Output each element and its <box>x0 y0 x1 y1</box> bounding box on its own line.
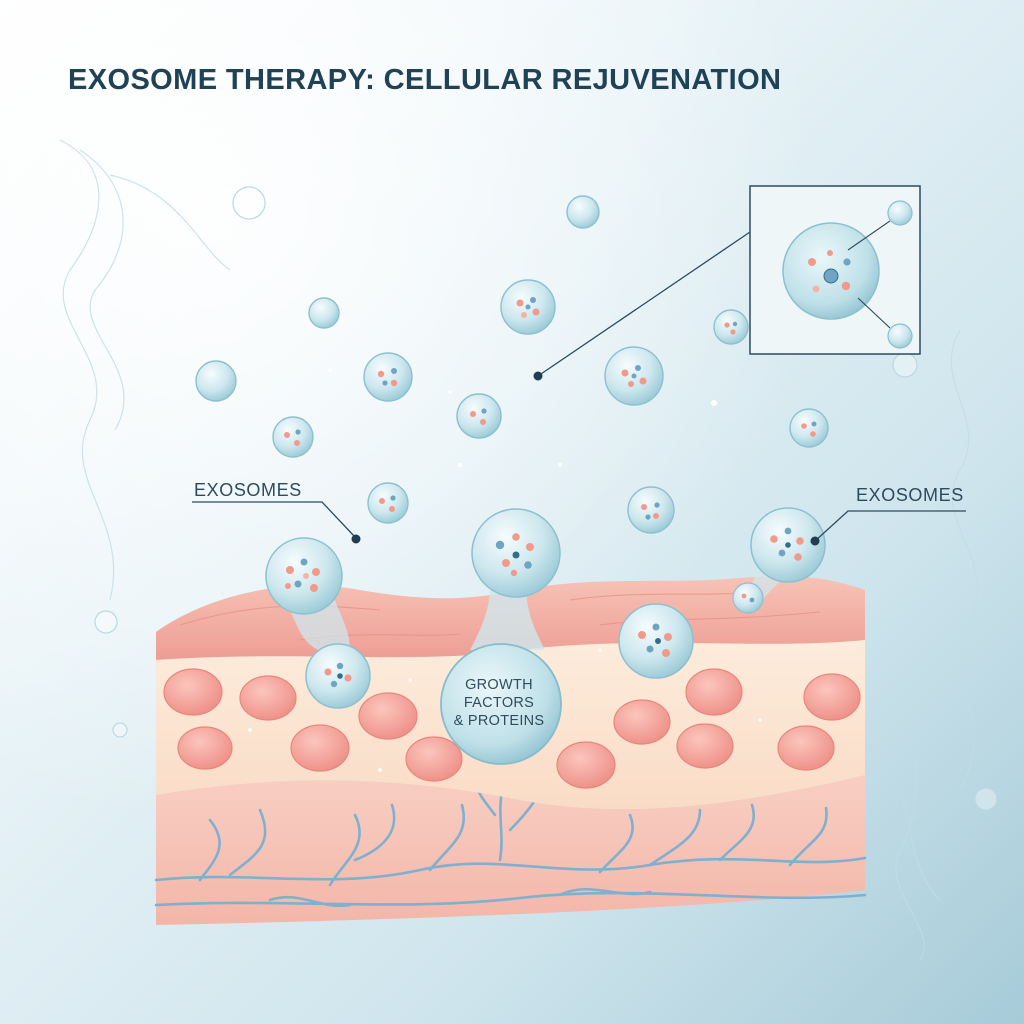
exosome-vesicle-icon <box>732 582 764 614</box>
growth-factors-line-2: FACTORS <box>463 695 535 711</box>
fat-cell-icon <box>803 673 861 721</box>
callout-left <box>192 501 356 538</box>
air-sparkles <box>327 367 717 468</box>
growth-factors-line-3: & PROTEINS <box>453 713 545 729</box>
fat-cell-icon <box>163 668 223 716</box>
exosome-vesicle-icon <box>713 309 749 345</box>
fat-cell-icon <box>358 692 418 740</box>
floating-exosomes <box>195 195 829 534</box>
dermis-layer <box>156 775 865 925</box>
exosome-vesicle-icon <box>272 416 314 458</box>
callout-inset <box>537 231 751 377</box>
faint-bubbles <box>94 186 998 811</box>
fat-cell-icon <box>556 741 616 789</box>
fat-cell-icon <box>777 725 835 771</box>
exosome-vesicle-icon <box>456 393 502 439</box>
fat-cell-icon <box>405 736 463 782</box>
decorative-lines <box>59 139 979 961</box>
exosome-vesicle-icon <box>627 486 675 534</box>
exosomes-label-right: EXOSOMES <box>856 485 964 505</box>
exosomes-label-left: EXOSOMES <box>194 480 302 500</box>
exosome-vesicle-icon <box>566 195 600 229</box>
callout-dot-inset <box>533 371 543 381</box>
fat-cell-icon <box>685 668 743 716</box>
fat-cell-icon <box>290 724 350 772</box>
fat-cell-icon <box>239 675 297 721</box>
fat-cell-icon <box>177 726 233 770</box>
growth-factors-line-1: GROWTH <box>465 677 533 693</box>
vesicle-neck <box>470 575 545 650</box>
fat-cell-icon <box>676 723 734 769</box>
blood-vessel-network <box>154 763 867 908</box>
exosome-vesicle-icon <box>367 482 409 524</box>
callout-dot-right <box>810 536 820 546</box>
callout-right <box>814 510 966 542</box>
exosome-vesicle-icon <box>789 408 829 448</box>
exosome-vesicle-icon <box>195 360 237 402</box>
growth-factors-label: GROWTH FACTORS & PROTEINS <box>440 676 558 730</box>
magnified-exosome-inset <box>749 185 921 355</box>
fat-cell-icon <box>613 699 671 745</box>
exosome-cargo <box>284 297 817 688</box>
callout-lines <box>192 231 966 542</box>
fat-cells <box>163 668 861 789</box>
exosome-vesicle-icon <box>308 297 340 329</box>
exosome-vesicle-icon <box>363 352 413 402</box>
growth-factor-vesicle <box>440 643 562 765</box>
diagram-title: EXOSOME THERAPY: CELLULAR REJUVENATION <box>68 64 782 96</box>
callout-dot-left <box>351 534 361 544</box>
